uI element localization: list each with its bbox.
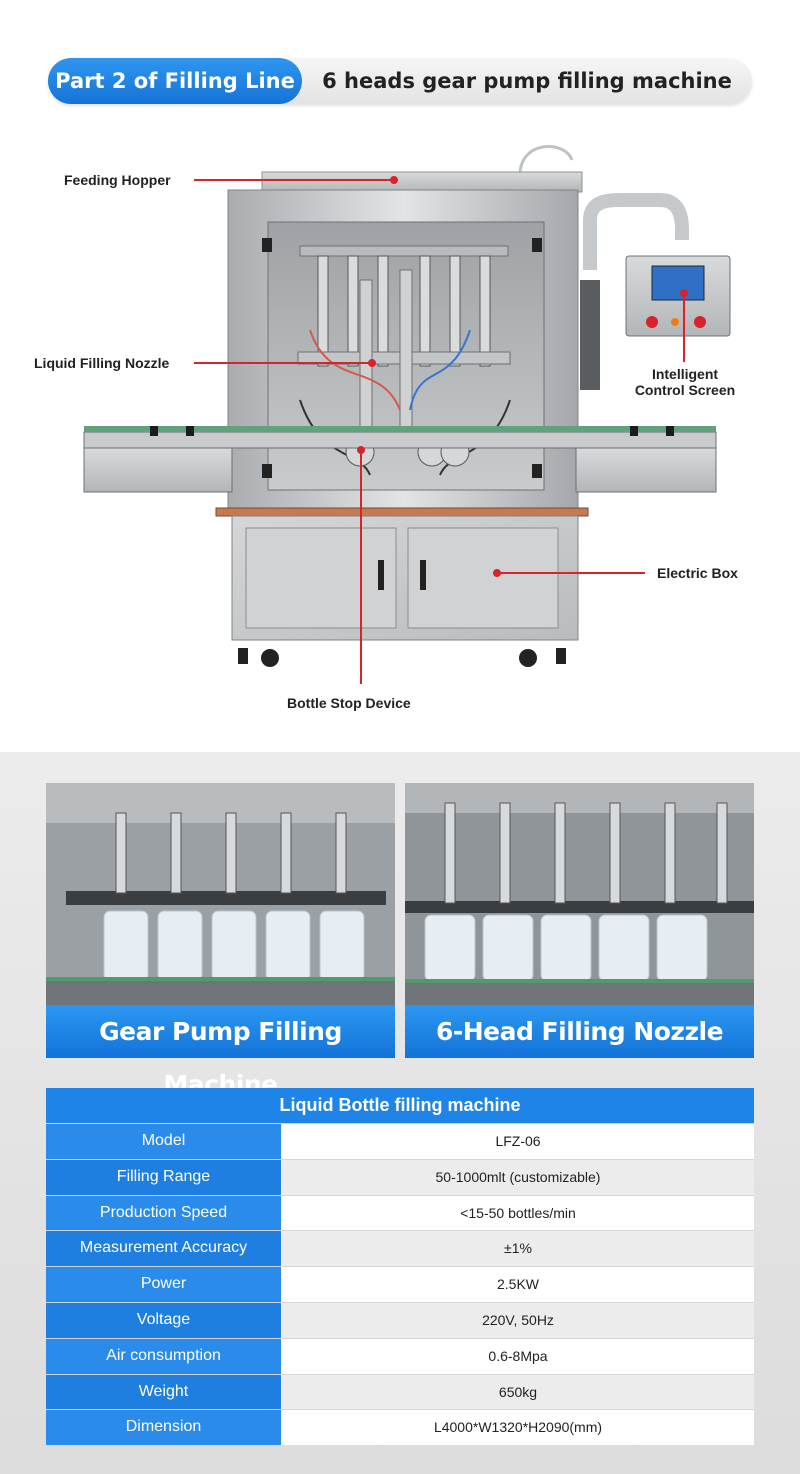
table-row: Measurement Accuracy ±1% — [46, 1230, 754, 1267]
spec-label: Model — [46, 1124, 282, 1159]
table-row: Model LFZ-06 — [46, 1123, 754, 1159]
caption-filling-nozzle: 6-Head Filling Nozzle — [405, 1005, 754, 1058]
callout-lines — [194, 176, 688, 684]
table-row: Power 2.5KW — [46, 1266, 754, 1302]
callout-control-screen: Intelligent Control Screen — [627, 366, 743, 398]
machine-subtitle: 6 heads gear pump filling machine — [322, 69, 732, 93]
filling-machine-drawing — [83, 145, 731, 684]
feeding-hopper-shape — [261, 171, 583, 193]
spec-value: 0.6-8Mpa — [282, 1338, 754, 1374]
filling-nozzle-photo — [405, 783, 754, 1005]
touch-screen — [651, 265, 705, 301]
callout-electric-box: Electric Box — [657, 565, 738, 581]
control-arm — [580, 280, 600, 390]
section-header: Part 2 of Filling Line 6 heads gear pump… — [48, 58, 752, 104]
table-row: Weight 650kg — [46, 1373, 754, 1410]
hopper-tube — [518, 145, 574, 176]
callout-control-screen-line1: Intelligent — [651, 366, 719, 382]
callout-liquid-filling-nozzle: Liquid Filling Nozzle — [34, 355, 170, 371]
spec-value: ±1% — [282, 1231, 754, 1267]
spec-label: Voltage — [46, 1302, 282, 1338]
spec-label: Measurement Accuracy — [46, 1231, 282, 1267]
spec-label: Dimension — [46, 1410, 282, 1446]
spec-value: 2.5KW — [282, 1267, 754, 1302]
spec-value: L4000*W1320*H2090(mm) — [282, 1410, 754, 1446]
part-badge: Part 2 of Filling Line — [48, 58, 302, 104]
table-row: Filling Range 50-1000mlt (customizable) — [46, 1158, 754, 1195]
callout-control-screen-line2: Control Screen — [634, 382, 736, 398]
caption-gear-pump: Gear Pump Filling Machine — [46, 1005, 395, 1099]
conveyor — [83, 431, 717, 449]
spec-label: Weight — [46, 1374, 282, 1410]
table-row: Production Speed <15-50 bottles/min — [46, 1194, 754, 1231]
spec-label: Air consumption — [46, 1338, 282, 1374]
spec-value: <15-50 bottles/min — [282, 1195, 754, 1231]
spec-label: Power — [46, 1267, 282, 1302]
gear-pump-photo — [46, 783, 395, 1005]
spec-table-title: Liquid Bottle filling machine — [46, 1088, 754, 1123]
spec-label: Filling Range — [46, 1159, 282, 1195]
spec-value: 220V, 50Hz — [282, 1302, 754, 1338]
spec-value: LFZ-06 — [282, 1124, 754, 1159]
spec-table: Liquid Bottle filling machine Model LFZ-… — [46, 1088, 754, 1446]
table-row: Voltage 220V, 50Hz — [46, 1301, 754, 1338]
spec-value: 650kg — [282, 1374, 754, 1410]
machine-illustration: Feeding Hopper Liquid Filling Nozzle Int… — [0, 130, 800, 730]
spec-label: Production Speed — [46, 1195, 282, 1231]
callout-feeding-hopper: Feeding Hopper — [64, 172, 171, 188]
table-row: Air consumption 0.6-8Mpa — [46, 1337, 754, 1374]
callout-bottle-stop-device: Bottle Stop Device — [287, 695, 411, 711]
filling-nozzles — [317, 255, 491, 367]
table-row: Dimension L4000*W1320*H2090(mm) — [46, 1409, 754, 1446]
spec-value: 50-1000mlt (customizable) — [282, 1159, 754, 1195]
